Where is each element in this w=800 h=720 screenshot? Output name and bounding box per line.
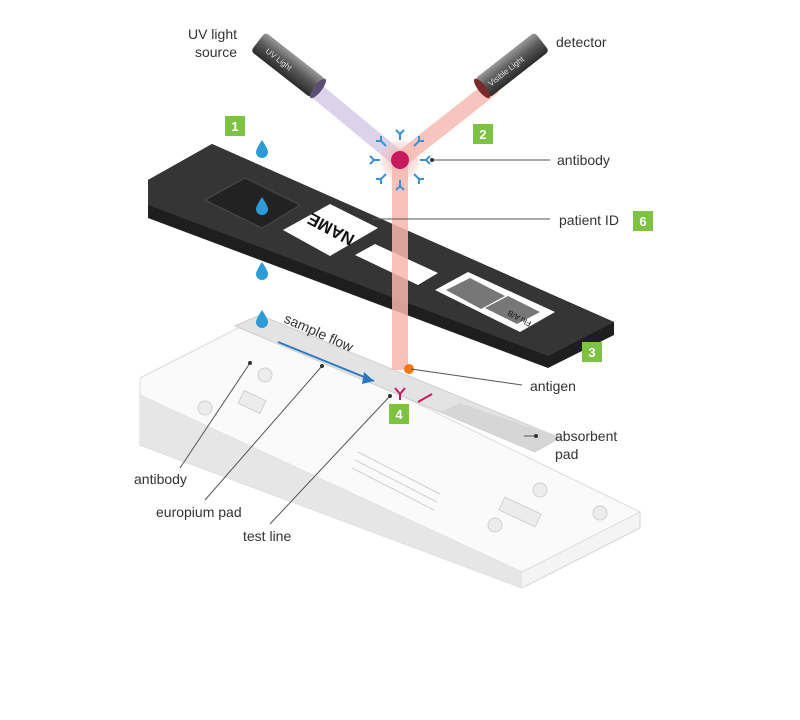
capture-antibody-icon: [394, 387, 406, 400]
antibody-label-bottom: antibody: [134, 471, 187, 487]
name-label: [283, 204, 378, 256]
badge-1: 1: [225, 116, 245, 136]
svg-text:4: 4: [395, 407, 403, 422]
svg-text:6: 6: [639, 214, 646, 229]
test-line-mark: [417, 393, 433, 403]
uv-source-label: UV light: [188, 26, 237, 42]
badge-6: 6: [633, 211, 653, 231]
badge-3: 3: [582, 342, 602, 362]
cassette-base: [139, 321, 642, 589]
sample-flow-arrow: [277, 341, 375, 382]
test-line-label: test line: [243, 528, 291, 544]
svg-text:2: 2: [479, 127, 486, 142]
leader-lines: [179, 159, 550, 525]
arrow-head-icon: [362, 372, 374, 384]
antibody-particle: [369, 129, 431, 191]
visible-light-detector: Visible Light: [474, 33, 548, 99]
drops: [256, 140, 268, 328]
antigen-label: antigen: [530, 378, 576, 394]
europium-pad-label: europium pad: [156, 504, 242, 520]
qr-code-1: [446, 278, 505, 309]
badge-4: 4: [389, 404, 409, 424]
svg-text:1: 1: [231, 119, 238, 134]
antibody-label-top: antibody: [557, 152, 610, 168]
cassette-top: NAME Flu A/B: [148, 144, 614, 368]
detector-label: detector: [556, 34, 607, 50]
uv-light-source: UV Light: [252, 33, 326, 99]
antibody-icon: [369, 129, 431, 191]
patient-id-label: patient ID: [559, 212, 619, 228]
drop-icon: [256, 197, 268, 215]
absorbent-pad-label: absorbent: [555, 428, 617, 444]
drop-icon: [256, 310, 268, 328]
sample-well: [203, 177, 302, 229]
qr-code-2: [485, 296, 540, 324]
antigen-particle: [404, 364, 414, 374]
detection-beam: [392, 165, 408, 370]
test-strip: sample flow: [233, 310, 562, 453]
absorbent-pad-label-2: pad: [555, 446, 578, 462]
drop-icon: [256, 140, 268, 158]
badge-2: 2: [473, 124, 493, 144]
absorbent-pad: [440, 403, 560, 452]
drop-icon: [256, 262, 268, 280]
uv-source-label-2: source: [195, 44, 237, 60]
svg-text:3: 3: [588, 345, 595, 360]
